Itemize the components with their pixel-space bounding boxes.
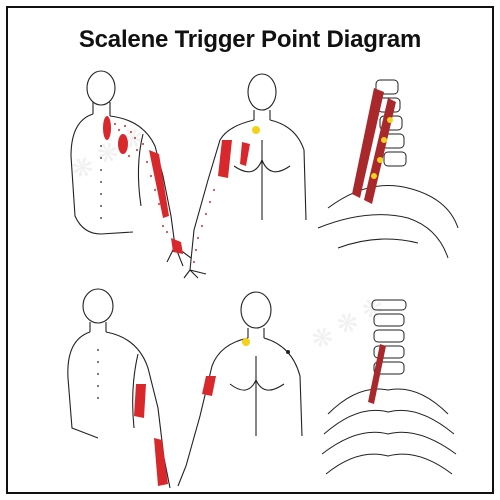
- referred-pain-area: [218, 140, 250, 178]
- pain-stipple: [114, 123, 168, 233]
- cervical-spine-icon: [321, 299, 457, 475]
- marker-dot: [286, 350, 290, 354]
- scalene-muscle: [352, 88, 396, 204]
- front-view-pain-pattern-bottom: [177, 291, 303, 487]
- back-view-pain-pattern-bottom: [67, 288, 171, 489]
- scalene-muscle: [368, 344, 386, 404]
- referred-pain-area: [103, 116, 183, 254]
- front-figure-icon: [177, 291, 303, 487]
- referred-pain-area: [134, 384, 168, 486]
- diagram-frame: Scalene Trigger Point Diagram ❋ ❋ ❋ ❋ ❋ …: [6, 6, 494, 494]
- page-title: Scalene Trigger Point Diagram: [78, 26, 422, 53]
- scalene-muscle-anatomy-top: [317, 79, 459, 259]
- trigger-point-icon: [252, 126, 260, 134]
- cervical-spine-icon: [317, 79, 459, 259]
- trigger-point-icon: [371, 117, 393, 179]
- back-view-pain-pattern-top: [70, 70, 192, 267]
- scalene-muscle-anatomy-bottom: [321, 299, 457, 475]
- spine-marks: [97, 349, 99, 399]
- pain-stipple: [193, 189, 215, 263]
- front-figure-icon: [183, 73, 307, 279]
- front-view-pain-pattern-top: [183, 73, 307, 279]
- trigger-point-icon: [242, 338, 250, 346]
- referred-pain-area: [202, 376, 216, 396]
- spine-marks: [100, 145, 102, 219]
- back-figure-icon: [67, 288, 171, 489]
